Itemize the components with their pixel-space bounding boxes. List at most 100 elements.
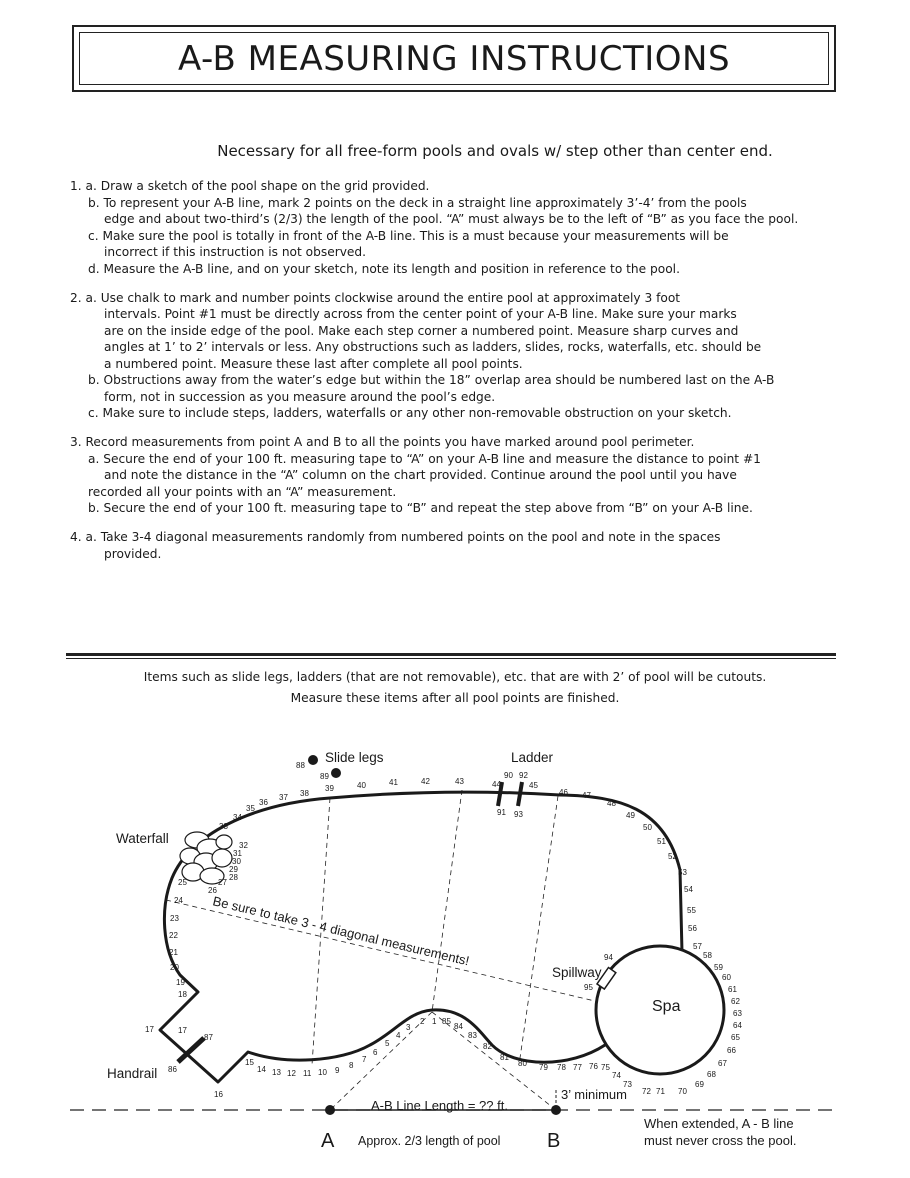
waterfall-label: Waterfall [116,831,169,846]
point-label: 86 [168,1065,177,1074]
handrail-icon [176,1036,206,1064]
instruction-line: intervals. Point #1 must be directly acr… [104,307,737,321]
point-label: 62 [731,997,740,1006]
point-label: 17 [145,1025,154,1034]
point-label: 71 [656,1087,665,1096]
point-label: 37 [279,793,288,802]
point-label: 25 [178,878,187,887]
point-label: 56 [688,924,697,933]
point-label: 94 [604,953,613,962]
instruction-line: d. Measure the A-B line, and on your ske… [88,261,680,276]
point-label: 51 [657,837,666,846]
point-b-dot [551,1105,561,1115]
spa-circle [594,944,726,1076]
instruction-line: b. To represent your A-B line, mark 2 po… [88,195,747,210]
instruction-line: incorrect if this instruction is not obs… [104,245,367,259]
point-label: 93 [514,810,523,819]
point-label: 31 [233,849,242,858]
point-label: 43 [455,777,464,786]
point-label: 81 [500,1053,509,1062]
ab-length-label: A-B Line Length = ?? ft. [371,1098,508,1113]
point-label: 45 [529,781,538,790]
instruction-line: b. Secure the end of your 100 ft. measur… [88,501,753,515]
point-label: 40 [357,781,366,790]
point-label: 58 [703,951,712,960]
point-label: 48 [607,799,616,808]
instruction-line: provided. [104,546,162,561]
dash-line [519,795,559,1059]
point-label: 8 [349,1061,354,1070]
point-label: 60 [722,973,731,982]
point-label: 78 [557,1063,566,1072]
point-label: 53 [678,868,687,877]
three-minimum-label: 3’ minimum [561,1087,627,1102]
point-label: 83 [468,1031,477,1040]
point-label: 73 [623,1080,632,1089]
point-label: 49 [626,811,635,820]
point-label: 4 [396,1031,401,1040]
point-label: 82 [483,1042,492,1051]
section-3: 3. Record measurements from point A and … [70,434,830,517]
point-label: 36 [259,798,268,807]
point-label: 63 [733,1009,742,1018]
instruction-line: angles at 1’ to 2’ intervals or less. An… [104,340,762,354]
point-label: 68 [707,1070,716,1079]
cutout-note-1: Items such as slide legs, ladders (that … [143,670,767,684]
point-label: 24 [174,896,183,905]
point-label: 18 [178,990,187,999]
point-label: 84 [454,1022,463,1031]
point-label: 65 [731,1033,740,1042]
divider-thin [66,658,836,659]
point-label: 21 [169,948,178,957]
spillway-box [595,966,617,991]
point-label: 9 [335,1066,340,1075]
handrail-label: Handrail [107,1066,157,1081]
point-label: 50 [643,823,652,832]
point-label: 66 [727,1046,736,1055]
point-label: 92 [519,771,528,780]
point-label: 2 [420,1017,425,1026]
point-label: 57 [693,942,702,951]
slide-legs-label: Slide legs [325,750,384,765]
point-label: 35 [246,804,255,813]
point-a-label: A [321,1130,335,1152]
instruction-line: 1. a. Draw a sketch of the pool shape on… [70,179,430,193]
point-label: 80 [518,1059,527,1068]
point-label: 16 [214,1090,223,1099]
point-label: 33 [219,822,228,831]
point-label: 70 [678,1087,687,1096]
waterfall-rocks [179,831,233,885]
point-labels: 17 18 19 20 21 22 23 24 25 26 27 28 29 3… [145,761,742,1099]
point-label: 28 [229,873,238,882]
point-label: 5 [385,1039,390,1048]
point-label: 15 [245,1058,254,1067]
page-title: A-B MEASURING INSTRUCTIONS [177,38,731,79]
instruction-line: a numbered point. Measure these last aft… [104,356,523,371]
point-label: 30 [232,857,241,866]
instruction-line: and note the distance in the “A” column … [104,468,737,482]
instruction-line: recorded all your points with an “A” mea… [88,484,397,499]
point-label: 34 [233,813,242,822]
point-label: 54 [684,885,693,894]
point-label: 52 [668,852,677,861]
point-label: 74 [612,1071,621,1080]
point-label: 29 [229,865,238,874]
spa-label: Spa [652,998,681,1015]
point-label: 72 [642,1087,651,1096]
point-label: 77 [573,1063,582,1072]
point-label: 69 [695,1080,704,1089]
section-4: 4. a. Take 3-4 diagonal measurements ran… [70,529,830,562]
point-label: 67 [718,1059,727,1068]
point-label: 91 [497,808,506,817]
instruction-line: 2. a. Use chalk to mark and number point… [70,290,681,305]
point-label: 79 [539,1063,548,1072]
point-label: 88 [296,761,305,770]
point-label: 42 [421,777,430,786]
point-label: 38 [300,789,309,798]
slide-leg-dot [331,768,341,778]
point-label: 17 [178,1026,187,1035]
subtitle: Necessary for all free-form pools and ov… [217,142,773,160]
point-label: 6 [373,1048,378,1057]
point-label: 32 [239,841,248,850]
